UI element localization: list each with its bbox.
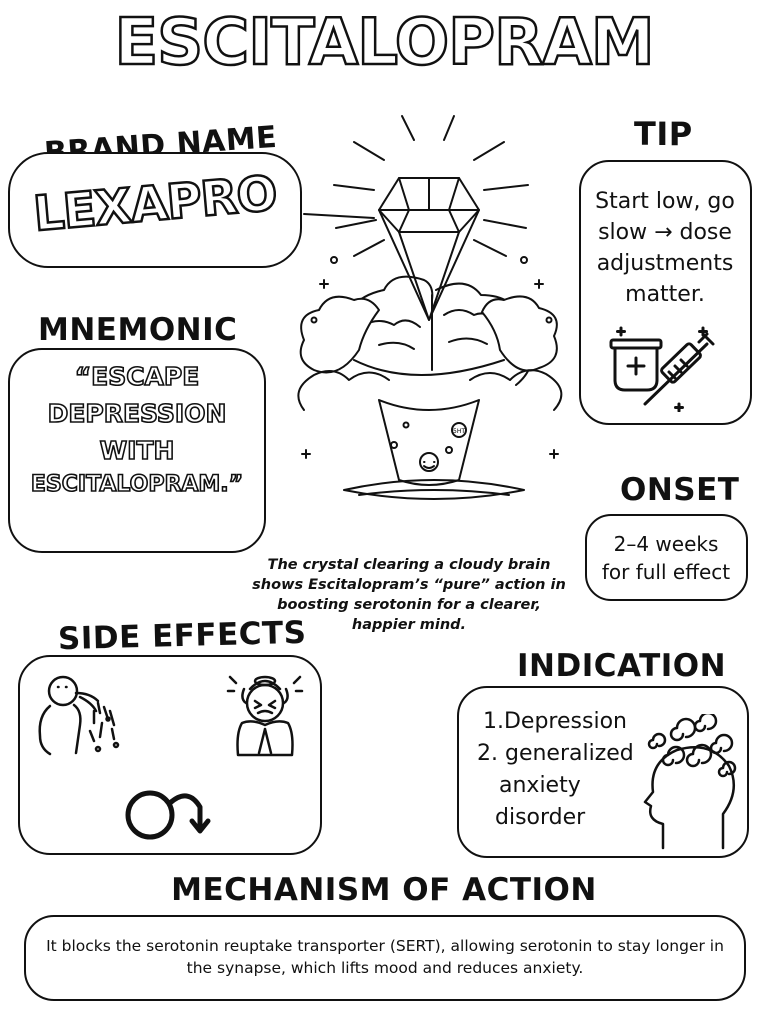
nausea-vomiting-icon	[38, 675, 120, 756]
tip-heading: TIP	[634, 115, 693, 153]
sexual-dysfunction-icon	[125, 790, 211, 840]
onset-box: 2–4 weeks for full effect	[585, 514, 748, 601]
indication-item-2-line-3: disorder	[495, 805, 586, 830]
tip-text: Start low, go slow → dose adjustments ma…	[595, 189, 735, 307]
mechanism-heading: MECHANISM OF ACTION	[171, 872, 597, 908]
mnemonic-text: “ESCAPE DEPRESSION WITH ESCITALOPRAM.”	[10, 358, 264, 502]
brand-box: LEXAPRO	[8, 152, 302, 268]
tip-box: Start low, go slow → dose adjustments ma…	[579, 160, 752, 425]
onset-text: 2–4 weeks for full effect	[587, 530, 745, 586]
indication-box: 1.Depression 2. generalized anxiety diso…	[457, 686, 749, 858]
page-title: ESCITALOPRAM	[113, 5, 656, 82]
illustration-label: 5HT	[453, 428, 465, 435]
mnemonic-box: “ESCAPE DEPRESSION WITH ESCITALOPRAM.”	[8, 348, 266, 553]
indication-heading: INDICATION	[517, 648, 727, 684]
onset-line-2: for full effect	[601, 560, 731, 584]
indication-item-2: 2. generalized	[477, 741, 634, 766]
mnemonic-line-3: WITH	[99, 435, 175, 466]
mnemonic-line-1: “ESCAPE	[74, 361, 200, 392]
crystal-brain-illustration: 5HT	[297, 115, 563, 500]
mechanism-box: It blocks the serotonin reuptake transpo…	[24, 915, 746, 1001]
side-effects-box	[18, 655, 322, 855]
headache-icon	[226, 675, 304, 757]
mnemonic-line-4: ESCITALOPRAM.”	[30, 471, 244, 498]
illustration-caption: The crystal clearing a cloudy brain show…	[252, 557, 566, 633]
onset-heading: ONSET	[620, 472, 740, 508]
indication-item-1: 1.Depression	[483, 709, 627, 734]
side-effects-heading: SIDE EFFECTS	[57, 614, 307, 658]
mnemonic-heading: MNEMONIC	[38, 312, 238, 348]
anxious-head-spirals-icon	[643, 714, 737, 850]
syringe-and-vial-icon	[609, 326, 715, 412]
mechanism-text: It blocks the serotonin reuptake transpo…	[46, 937, 724, 977]
mnemonic-line-2: DEPRESSION	[47, 398, 227, 429]
indication-item-2-line-2: anxiety	[499, 773, 581, 798]
onset-line-1: 2–4 weeks	[613, 532, 719, 556]
brand-name: LEXAPRO	[30, 164, 280, 244]
